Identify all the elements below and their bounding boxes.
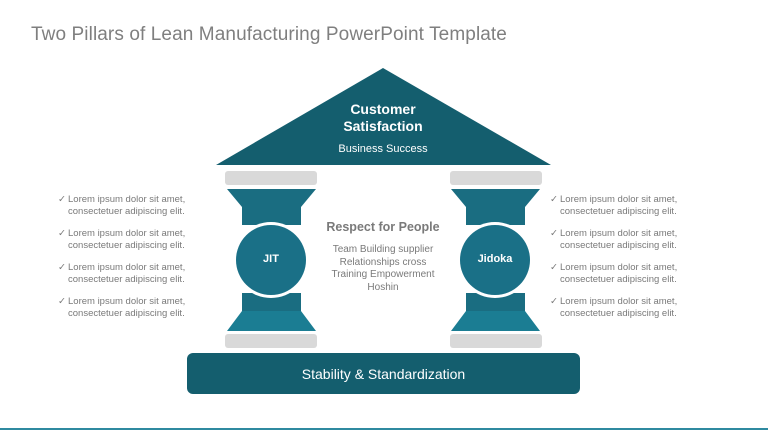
right-pillar-circle [460,225,530,295]
bullet-line2: consectetuer adipiscing elit. [560,205,677,217]
bullet-line2: consectetuer adipiscing elit. [560,307,677,319]
left-pillar-lower-shaft [242,293,301,311]
base-bar [187,353,580,394]
bullet-line2: consectetuer adipiscing elit. [560,239,677,251]
bullet-line1: Lorem ipsum dolor sit amet, [560,296,678,307]
roof-title-line1: Customer [350,101,416,117]
bullet-item: ✓ Lorem ipsum dolor sit amet,consectetue… [550,228,720,262]
right-pillar-top-flare [451,189,540,207]
bottom-accent-line [0,428,768,430]
check-icon: ✓ [550,262,558,273]
right-pillar-bottom-cap [450,334,542,348]
right-pillar-label: Jidoka [477,253,513,265]
check-icon: ✓ [550,228,558,239]
base-label: Stability & Standardization [301,366,466,382]
left-pillar-top-cap [225,171,317,185]
left-pillar [225,171,317,348]
bullet-line1: Lorem ipsum dolor sit amet, [68,262,186,273]
bullet-line2: consectetuer adipiscing elit. [68,273,185,285]
bullet-line1: Lorem ipsum dolor sit amet, [68,228,186,239]
right-pillar-upper-shaft [466,207,525,225]
bullet-item: ✓ Lorem ipsum dolor sit amet,consectetue… [58,228,218,262]
roof-title-line2: Satisfaction [343,118,423,134]
bullet-line2: consectetuer adipiscing elit. [68,205,185,217]
bullet-line2: consectetuer adipiscing elit. [68,239,185,251]
left-pillar-circle [236,225,306,295]
roof-title: Customer Satisfaction [283,101,483,135]
check-icon: ✓ [550,194,558,205]
left-pillar-bottom-cap [225,334,317,348]
right-pillar-bottom-flare [451,311,540,331]
bullet-item: ✓ Lorem ipsum dolor sit amet,consectetue… [58,194,218,228]
check-icon: ✓ [58,194,66,205]
roof-subtitle: Business Success [338,143,428,155]
check-icon: ✓ [58,228,66,239]
bullet-line2: consectetuer adipiscing elit. [68,307,185,319]
left-bullet-list: ✓ Lorem ipsum dolor sit amet,consectetue… [58,194,218,330]
center-line: Team Building supplier [332,244,434,255]
bullet-item: ✓ Lorem ipsum dolor sit amet,consectetue… [58,262,218,296]
center-line: Training Empowerment [331,269,435,280]
roof-triangle [216,68,551,165]
check-icon: ✓ [58,296,66,307]
left-pillar-bottom-flare [227,311,316,331]
center-title: Respect for People [326,220,440,234]
left-pillar-label: JIT [263,253,279,265]
center-body: Team Building supplier Relationships cro… [303,244,463,294]
right-bullet-list: ✓ Lorem ipsum dolor sit amet,consectetue… [550,194,720,330]
bullet-item: ✓ Lorem ipsum dolor sit amet,consectetue… [58,296,218,330]
bullet-line1: Lorem ipsum dolor sit amet, [68,296,186,307]
left-pillar-top-flare [227,189,316,207]
bullet-line1: Lorem ipsum dolor sit amet, [560,228,678,239]
right-pillar-top-cap [450,171,542,185]
bullet-item: ✓ Lorem ipsum dolor sit amet,consectetue… [550,296,720,330]
bullet-item: ✓ Lorem ipsum dolor sit amet,consectetue… [550,262,720,296]
check-icon: ✓ [58,262,66,273]
bullet-line1: Lorem ipsum dolor sit amet, [560,262,678,273]
bullet-line2: consectetuer adipiscing elit. [560,273,677,285]
bullet-line1: Lorem ipsum dolor sit amet, [560,194,678,205]
center-line: Relationships cross [339,256,427,268]
check-icon: ✓ [550,296,558,307]
left-pillar-upper-shaft [242,207,301,225]
bullet-item: ✓ Lorem ipsum dolor sit amet,consectetue… [550,194,720,228]
center-line: Hoshin [367,281,399,293]
right-pillar-lower-shaft [466,293,525,311]
bullet-line1: Lorem ipsum dolor sit amet, [68,194,186,205]
slide-title: Two Pillars of Lean Manufacturing PowerP… [31,24,507,45]
right-pillar [450,171,542,348]
